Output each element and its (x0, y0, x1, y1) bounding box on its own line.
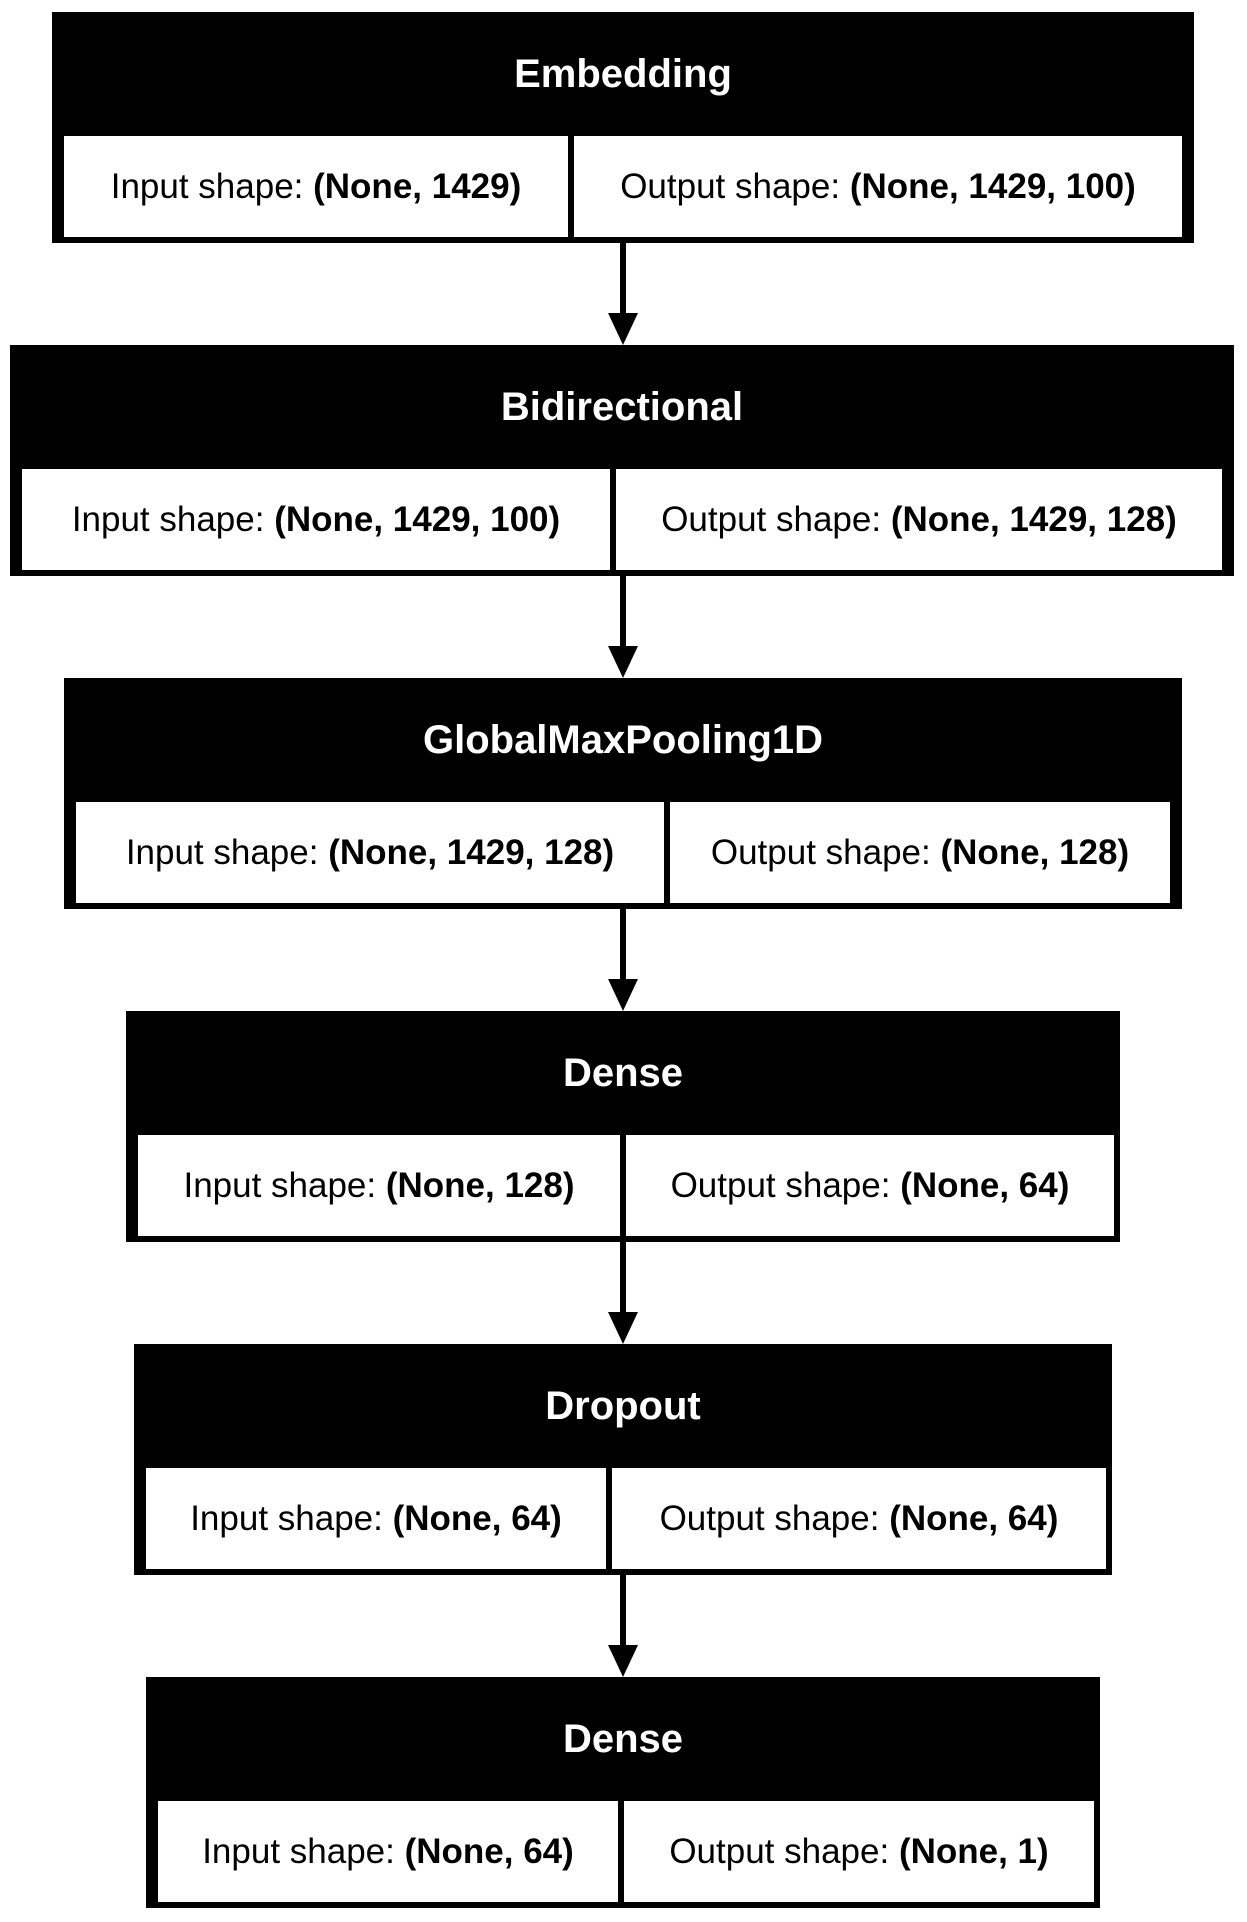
layer-node-dropout: Dropout Input shape: (None, 64) Output s… (134, 1344, 1112, 1575)
input-shape-value: (None, 1429, 100) (274, 500, 561, 539)
layer-node-embedding: Embedding Input shape: (None, 1429) Outp… (52, 12, 1194, 243)
arrowhead (608, 979, 638, 1011)
input-shape-cell: Input shape: (None, 1429, 100) (22, 469, 610, 570)
layer-node-dense: Dense Input shape: (None, 128) Output sh… (126, 1011, 1120, 1242)
arrowhead (608, 646, 638, 678)
input-shape-label: Input shape: (71, 500, 265, 539)
input-shape-cell: Input shape: (None, 128) (138, 1135, 620, 1236)
input-shape-cell: Input shape: (None, 64) (158, 1801, 618, 1902)
output-shape-label: Output shape: (669, 1832, 890, 1871)
input-shape-label: Input shape: (125, 833, 319, 872)
layer-title: Embedding (514, 52, 732, 96)
output-shape-cell: Output shape: (None, 128) (670, 802, 1170, 903)
output-shape-cell: Output shape: (None, 1429, 100) (574, 136, 1182, 237)
output-shape-cell: Output shape: (None, 64) (626, 1135, 1114, 1236)
input-shape-value: (None, 64) (404, 1832, 574, 1871)
output-shape-label: Output shape: (710, 833, 931, 872)
input-shape-label: Input shape: (202, 1832, 395, 1871)
edge-line (620, 243, 626, 317)
output-shape-value: (None, 1429, 100) (849, 167, 1136, 206)
layer-title: Bidirectional (500, 385, 744, 429)
output-shape-cell: Output shape: (None, 1429, 128) (616, 469, 1222, 570)
input-shape-value: (None, 1429, 128) (328, 833, 615, 872)
layer-node-bidirectional: Bidirectional Input shape: (None, 1429, … (10, 345, 1234, 576)
output-shape-label: Output shape: (670, 1166, 891, 1205)
edge-line (620, 1575, 626, 1649)
output-shape-label: Output shape: (620, 167, 841, 206)
layer-node-globalmaxpooling1d: GlobalMaxPooling1D Input shape: (None, 1… (64, 678, 1182, 909)
input-shape-value: (None, 128) (385, 1166, 575, 1205)
output-shape-value: (None, 128) (940, 833, 1130, 872)
input-shape-cell: Input shape: (None, 1429, 128) (76, 802, 664, 903)
input-shape-value: (None, 64) (392, 1499, 562, 1538)
arrowhead (608, 1645, 638, 1677)
input-shape-label: Input shape: (183, 1166, 377, 1205)
input-shape-value: (None, 1429) (313, 167, 522, 206)
edge-line (620, 576, 626, 650)
arrowhead (608, 313, 638, 345)
layer-node-dense-output: Dense Input shape: (None, 64) Output sha… (146, 1677, 1100, 1908)
output-shape-value: (None, 64) (900, 1166, 1070, 1205)
layer-title: Dense (562, 1717, 684, 1761)
arrowhead (608, 1312, 638, 1344)
edge-line (620, 909, 626, 983)
layer-title: GlobalMaxPooling1D (422, 718, 824, 762)
layer-title: Dense (562, 1051, 684, 1095)
input-shape-cell: Input shape: (None, 1429) (64, 136, 568, 237)
edge-line (620, 1242, 626, 1316)
output-shape-value: (None, 1) (898, 1832, 1049, 1871)
input-shape-label: Input shape: (190, 1499, 383, 1538)
output-shape-label: Output shape: (659, 1499, 880, 1538)
output-shape-label: Output shape: (661, 500, 882, 539)
output-shape-cell: Output shape: (None, 64) (612, 1468, 1106, 1569)
output-shape-cell: Output shape: (None, 1) (624, 1801, 1094, 1902)
output-shape-value: (None, 64) (889, 1499, 1059, 1538)
input-shape-label: Input shape: (110, 167, 304, 206)
layer-title: Dropout (545, 1384, 701, 1428)
output-shape-value: (None, 1429, 128) (890, 500, 1177, 539)
input-shape-cell: Input shape: (None, 64) (146, 1468, 606, 1569)
